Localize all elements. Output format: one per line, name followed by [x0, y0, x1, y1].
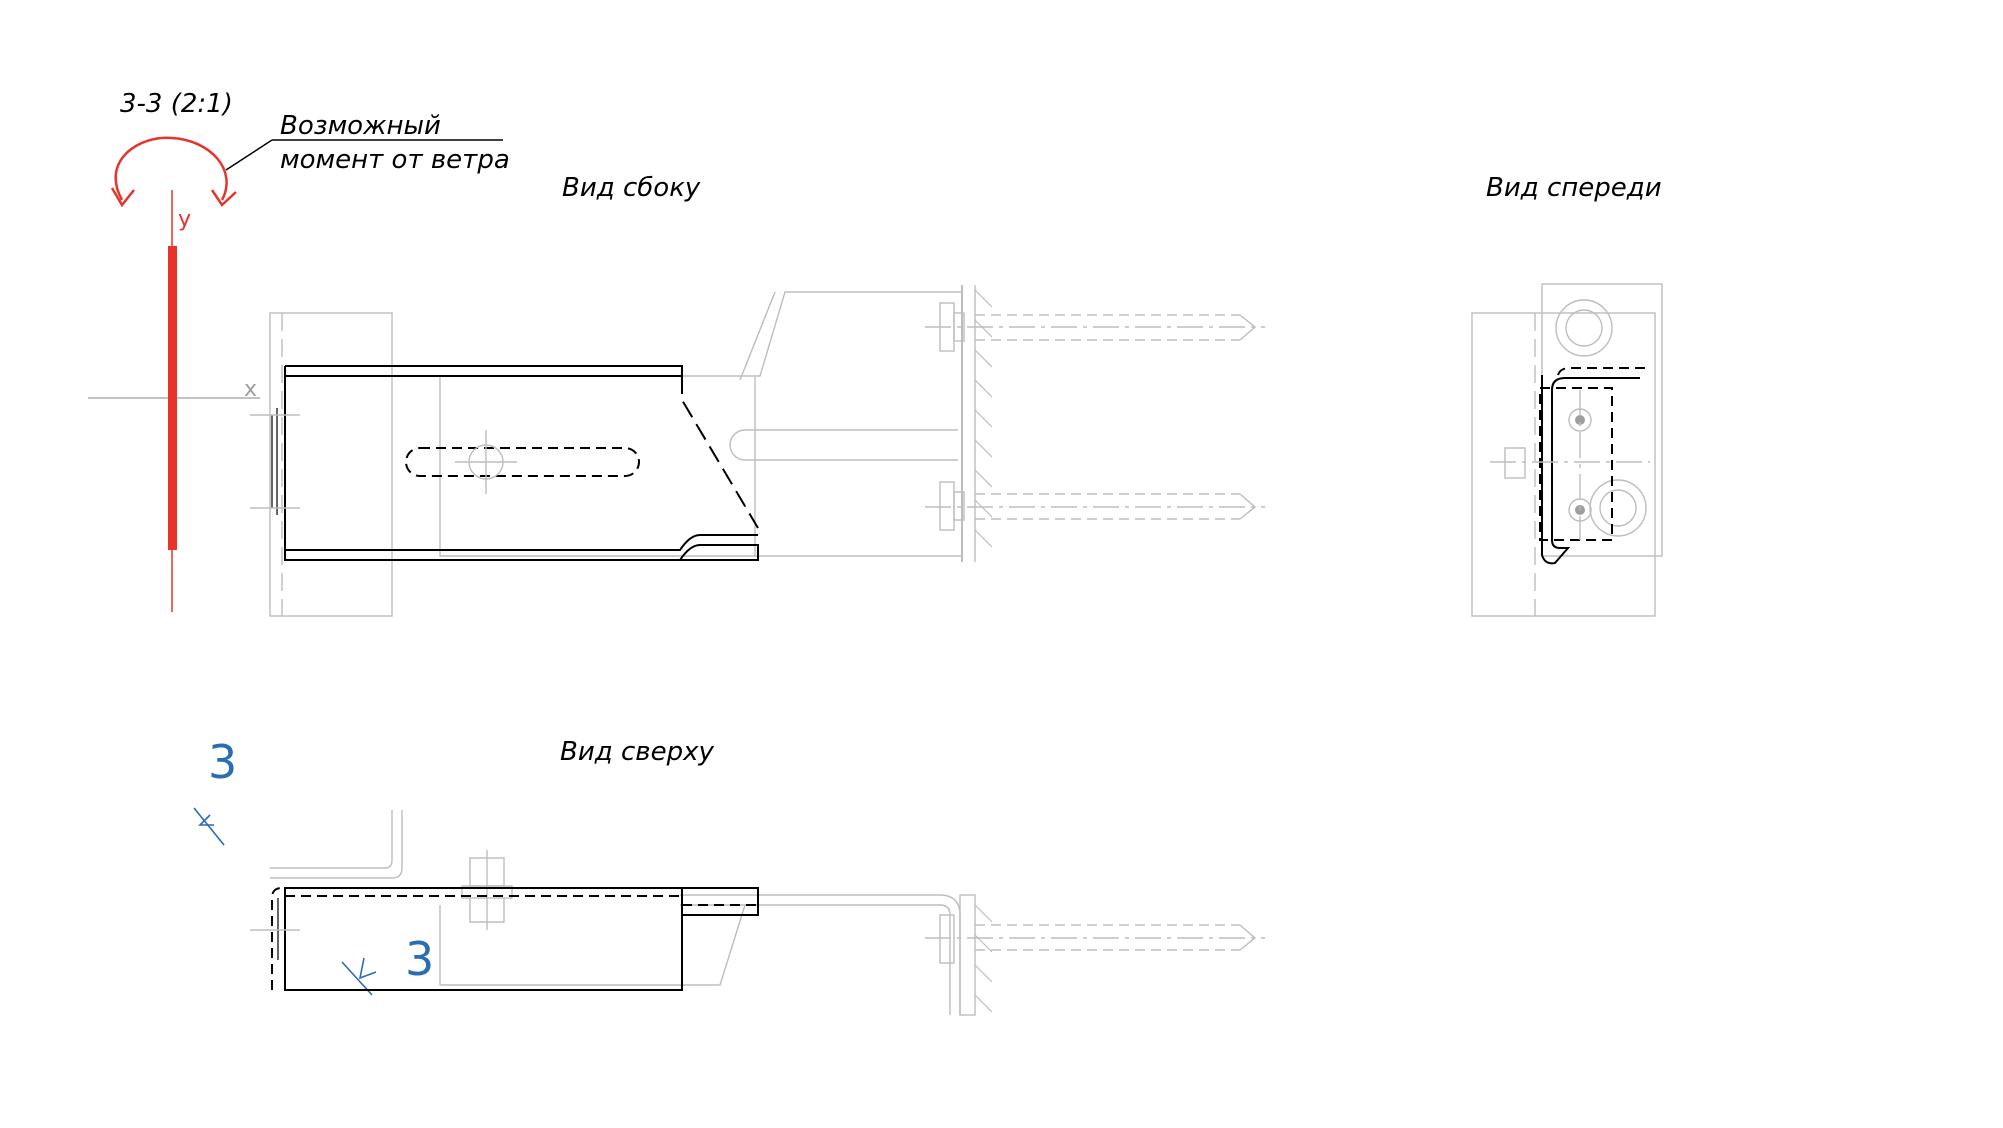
front-anchor-bottom-inner	[1599, 489, 1637, 527]
side-bracket-edge	[739, 291, 776, 381]
side-slider-outline	[439, 377, 756, 557]
side-profile-body	[284, 366, 759, 561]
top-wall-angle-outer	[270, 810, 393, 869]
section-profile-bar	[168, 246, 177, 550]
top-view: Вид сверху 3 3	[193, 735, 1265, 1016]
front-slider-hidden	[1539, 387, 1613, 541]
side-slot-end	[729, 429, 746, 461]
side-profile-hidden-edge	[681, 376, 759, 529]
side-anchor-top	[925, 302, 1265, 352]
front-nut	[1504, 447, 1526, 479]
wind-note-leader	[225, 139, 273, 171]
side-profile-bottom-flange	[285, 534, 758, 551]
top-slider-outline	[439, 904, 746, 986]
front-bolt-top-center	[1575, 415, 1585, 425]
section-mark-lower: 3	[405, 932, 434, 986]
section-label: 3-3 (2:1)	[120, 89, 233, 119]
front-view: Вид спереди	[1471, 173, 1663, 617]
moment-arrow-right-icon	[210, 189, 237, 207]
side-wall-plate	[269, 312, 393, 617]
top-wall-angle-inner	[270, 810, 403, 879]
side-profile-top-flange	[285, 365, 683, 377]
top-profile-lip-hidden	[271, 887, 283, 990]
top-profile-body	[284, 887, 683, 991]
top-bolt	[461, 850, 513, 930]
top-profile-flange	[682, 887, 759, 916]
side-view: Вид сбоку	[250, 173, 1265, 617]
section-arrow-lower-icon	[358, 957, 377, 980]
top-view-title: Вид сверху	[560, 737, 714, 767]
y-axis-label: y	[178, 207, 191, 232]
side-wall-hatching	[974, 289, 993, 548]
top-wall-hatching	[974, 904, 993, 1013]
section-cut-line-upper	[193, 807, 225, 846]
front-anchor-top-inner	[1565, 309, 1603, 347]
moment-arc-icon	[114, 136, 228, 201]
top-bracket-arm	[680, 894, 961, 1015]
section-3-3-detail: 3-3 (2:1) Возможный момент от ветра y x	[88, 89, 510, 612]
wind-note-line2: момент от ветра	[280, 145, 510, 175]
front-profile-top-hidden	[1557, 367, 1645, 376]
wind-note-line1: Возможный	[280, 111, 441, 141]
side-bracket-outline	[680, 291, 963, 557]
x-axis-label: x	[244, 377, 257, 402]
side-slot	[405, 447, 640, 477]
top-anchor-plate	[959, 894, 976, 1016]
section-mark-upper: 3	[208, 735, 237, 789]
side-anchor-bottom	[925, 481, 1265, 531]
side-slot-guide	[745, 429, 958, 461]
front-anchor-bottom-outer	[1589, 479, 1647, 537]
front-profile-outline	[1541, 375, 1640, 565]
side-profile-lip	[271, 408, 278, 515]
front-view-title: Вид спереди	[1486, 173, 1662, 203]
moment-arrow-left-icon	[110, 187, 135, 208]
top-anchor	[925, 914, 1265, 964]
section-arrow-upper-icon	[198, 814, 214, 826]
front-wall-plate	[1471, 312, 1656, 617]
front-anchor-top-outer	[1555, 299, 1613, 357]
side-view-title: Вид сбоку	[562, 173, 701, 203]
